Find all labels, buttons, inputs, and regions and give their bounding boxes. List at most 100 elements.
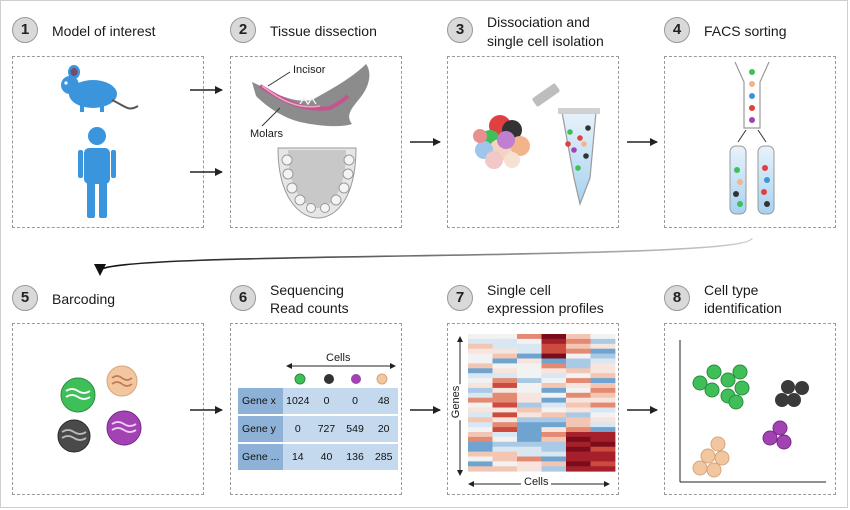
heatmap-cell: [566, 338, 591, 345]
molars-label: Molars: [250, 128, 284, 140]
count-cell: 48: [369, 388, 398, 416]
gene-name-cell: Gene ...: [238, 444, 284, 470]
heatmap-cell: [492, 427, 518, 433]
heatmap-cell: [541, 358, 567, 364]
heatmap-cell: [541, 378, 567, 384]
heatmap-cell: [590, 461, 616, 467]
heatmap-cell: [590, 417, 616, 423]
heatmap-cell: [566, 378, 591, 384]
heatmap-cell: [541, 456, 567, 462]
heatmap-cell: [566, 441, 591, 448]
black-cluster: [775, 380, 809, 407]
heatmap-cell: [468, 432, 493, 438]
step-title: FACS sorting: [704, 23, 787, 39]
heatmap-cell: [517, 358, 542, 364]
table-row: Gene ... 14 40 136 285: [238, 444, 398, 470]
heatmap-cell: [566, 422, 591, 428]
arrow-head-barcoding: [94, 264, 106, 276]
count-cell: 0: [312, 388, 341, 416]
heatmap-cell: [590, 466, 616, 472]
heatmap-cell: [590, 368, 616, 374]
heatmap-cell: [590, 373, 616, 379]
heatmap-cell: [517, 402, 542, 408]
heatmap-cell: [541, 446, 567, 452]
heatmap-cell: [590, 397, 616, 403]
heatmap-cell: [590, 338, 616, 345]
gene-name-cell: Gene x: [238, 388, 284, 416]
heatmap-cell: [566, 397, 591, 403]
heatmap-cell: [566, 353, 591, 359]
cell-cluster: [473, 115, 530, 169]
heatmap-cell: [468, 417, 493, 423]
count-cell: 14: [283, 444, 313, 470]
heatmap-cell: [492, 368, 518, 374]
heatmap-cell: [517, 387, 542, 394]
heatmap-cell: [590, 387, 616, 394]
heatmap-cell: [541, 441, 567, 448]
heatmap-cell: [468, 383, 493, 389]
heatmap-cell: [468, 402, 493, 408]
cells-axis: [286, 363, 396, 385]
heatmap-cell: [541, 397, 567, 403]
heatmap-cell: [492, 343, 518, 350]
incisor-label: Incisor: [293, 64, 326, 76]
jaw-illustration: [252, 64, 370, 127]
heatmap-cell: [541, 392, 567, 399]
heatmap-cell: [566, 436, 591, 443]
count-cell: 285: [369, 444, 398, 470]
step-number-badge: 1: [12, 17, 38, 43]
heatmap-cell: [468, 407, 493, 413]
heatmap-cell: [517, 412, 542, 418]
heatmap-cell: [517, 363, 542, 369]
molars-illustration: [277, 147, 357, 219]
heatmap-cell: [468, 451, 493, 457]
heatmap-cell: [517, 334, 542, 340]
heatmap-cell: [541, 461, 567, 467]
heatmap-cell: [566, 451, 591, 457]
heatmap-cell: [517, 343, 542, 350]
green-cluster: [692, 364, 750, 410]
heatmap-cell: [566, 417, 591, 423]
heatmap-cell: [566, 446, 591, 452]
heatmap-cell: [541, 407, 567, 413]
heatmap-cell: [492, 392, 518, 399]
heatmap-cell: [468, 427, 493, 433]
heatmap-cell: [590, 436, 616, 443]
heatmap-cell: [590, 451, 616, 457]
heatmap-cell: [468, 368, 493, 374]
heatmap-cell: [492, 441, 518, 448]
step-number-badge: 4: [664, 17, 690, 43]
step-title: Model of interest: [52, 23, 156, 39]
table-row: Gene x 1024 0 0 48: [238, 388, 398, 416]
heatmap-cell: [541, 451, 567, 457]
heatmap-cell: [492, 456, 518, 462]
heatmap-cell: [492, 436, 518, 443]
heatmap-cell: [541, 348, 567, 354]
heatmap-cell: [492, 378, 518, 384]
heatmap-cell: [468, 353, 493, 359]
count-cell: 1024: [283, 388, 313, 416]
heatmap-cell: [468, 461, 493, 467]
heatmap-cell: [541, 338, 567, 345]
gene-name-cell: Gene y: [238, 416, 284, 444]
heatmap-cell: [541, 436, 567, 443]
heatmap-cell: [541, 334, 567, 340]
heatmap-cell: [492, 353, 518, 359]
count-cell: 0: [340, 388, 370, 416]
heatmap-cell: [566, 412, 591, 418]
heatmap-cell: [566, 373, 591, 379]
heatmap-cell: [566, 368, 591, 374]
heatmap-cell: [517, 368, 542, 374]
heatmap-cell: [492, 402, 518, 408]
cells-axis-label: Cells: [326, 352, 351, 364]
heatmap-cell: [541, 466, 567, 472]
heatmap-cell: [492, 422, 518, 428]
step-title-line-1: Sequencing: [270, 282, 344, 298]
purple-cluster: [762, 420, 792, 450]
heatmap-cell: [517, 338, 542, 345]
step-title-line-1: Single cell: [487, 282, 551, 298]
heatmap-cell: [492, 432, 518, 438]
heatmap-cell: [517, 436, 542, 443]
heatmap-cell: [541, 417, 567, 423]
heatmap-cell: [590, 402, 616, 408]
